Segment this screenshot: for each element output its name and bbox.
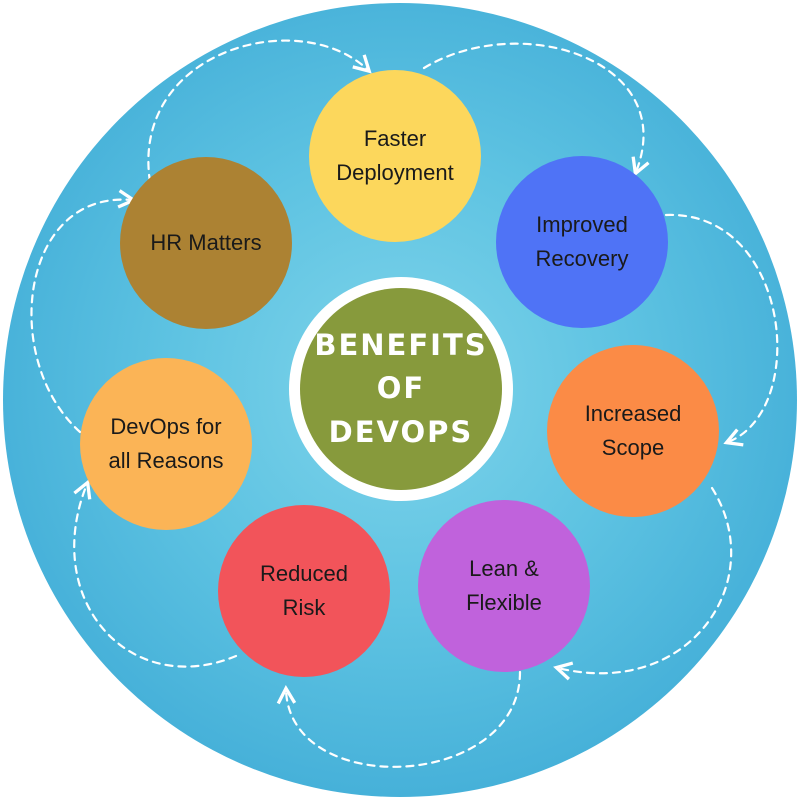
benefit-devops-for-all-reasons: DevOps for all Reasons: [80, 358, 252, 530]
benefit-increased-scope: Increased Scope: [547, 345, 719, 517]
benefit-reduced-risk: Reduced Risk: [218, 505, 390, 677]
arrow-reduced-to-devops: [73, 484, 238, 668]
benefit-improved-recovery: Improved Recovery: [496, 156, 668, 328]
arrow-increased-to-lean: [558, 486, 733, 673]
arrow-hr-to-faster: [147, 39, 368, 184]
benefit-hr-matters: HR Matters: [120, 157, 292, 329]
arrow-improved-to-increased: [664, 213, 779, 442]
arrow-faster-to-improved: [422, 42, 643, 172]
benefit-lean-flexible: Lean & Flexible: [418, 500, 590, 672]
center-title: BENEFITS OF DEVOPS: [300, 288, 502, 490]
arrow-devops-to-hr: [30, 200, 132, 434]
benefit-faster-deployment: Faster Deployment: [309, 70, 481, 242]
arrow-lean-to-reduced: [286, 670, 522, 768]
